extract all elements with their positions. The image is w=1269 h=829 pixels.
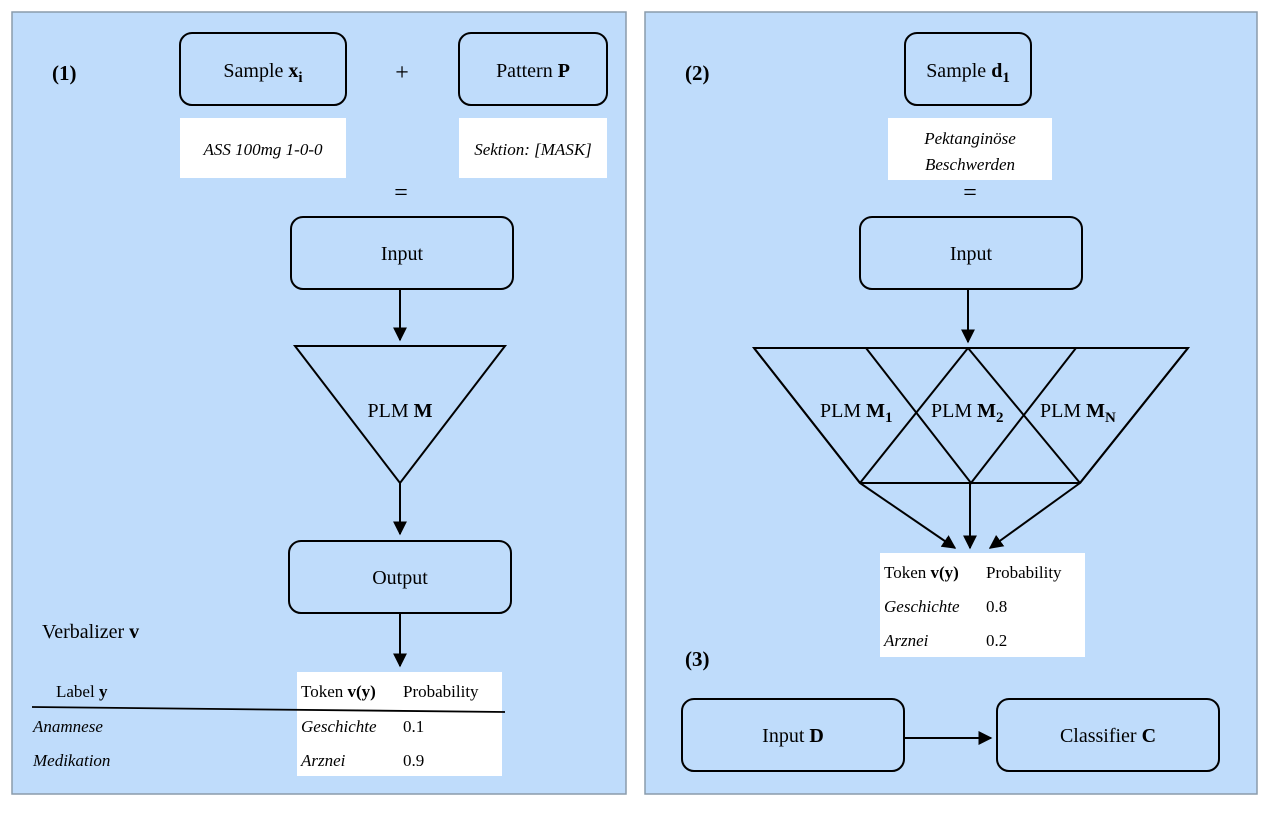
classifier-label: Classifier C [1060,725,1156,747]
prob-row-2: 0.9 [403,751,424,770]
input-label-2: Input [950,243,993,265]
ensemble-edge-left [753,347,861,484]
arrow-m1-to-table [859,482,957,549]
token-row-2: Arznei [300,751,346,770]
equals-sign-2: = [963,180,977,206]
panel-1-number: (1) [52,61,77,85]
output-label: Output [372,567,428,589]
label-column-header: Label y [56,682,108,701]
ensemble-edge-m1-right [859,347,969,484]
input-box [290,216,514,290]
prob-row-1-2: 0.8 [986,597,1007,616]
plus-sign: + [395,60,409,86]
token-row-1: Geschichte [301,717,377,736]
token-row-2-2: Arznei [883,631,929,650]
verbalizer-label: Verbalizer v [42,621,139,643]
pattern-label: Pattern P [496,60,570,82]
sample-d-box [904,32,1032,106]
sample-label: Sample xi [223,60,302,86]
input-d-label: Input D [762,725,824,747]
plm-m2-label: PLM M2 [931,400,1004,426]
arrow-mn-to-table [988,482,1081,549]
sample-box [179,32,347,106]
ensemble-token-table-bg [880,553,1085,657]
sample-d-example-line1: Pektanginöse [923,129,1016,148]
plm-triangle [292,345,508,485]
classifier-box [996,698,1220,772]
probability-column-header-2: Probability [986,563,1062,582]
label-row-1: Anamnese [32,717,103,736]
input-d-box [681,698,905,772]
prob-row-1: 0.1 [403,717,424,736]
ensemble-edge-right [1079,347,1189,484]
plm-m1-label: PLM M1 [820,400,893,426]
ensemble-edge-mn-left [967,347,1081,484]
output-token-table-bg [297,672,502,776]
verbalizer-divider-line [31,706,506,713]
plm-mn-label: PLM MN [1040,400,1116,426]
sample-d-example-line2: Beschwerden [925,155,1015,174]
panel-2-number: (2) [685,61,710,85]
input-box-2 [859,216,1083,290]
sample-d-example-box [888,118,1052,180]
token-column-header: Token v(y) [301,682,376,701]
token-row-1-2: Geschichte [884,597,960,616]
sample-example: ASS 100mg 1-0-0 [203,140,323,159]
output-box [288,540,512,614]
pattern-box [458,32,608,106]
panel-3-number: (3) [685,647,710,671]
sample-example-box [180,118,346,178]
pattern-example-box [459,118,607,178]
sample-d-label: Sample d1 [926,60,1010,86]
input-label: Input [381,243,424,265]
token-column-header-2: Token v(y) [884,563,959,582]
plm-label: PLM M [367,400,432,422]
prob-row-2-2: 0.2 [986,631,1007,650]
label-row-2: Medikation [32,751,110,770]
pattern-example: Sektion: [MASK] [474,140,592,159]
equals-sign: = [394,180,408,206]
probability-column-header: Probability [403,682,479,701]
